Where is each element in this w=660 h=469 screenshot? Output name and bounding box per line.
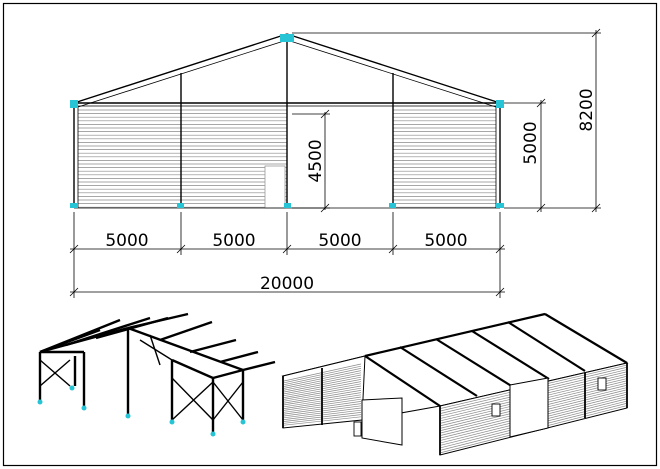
door-height-dimension: 4500 xyxy=(306,139,326,182)
bay-dimension-4: 5000 xyxy=(424,231,467,251)
total-width-dimension: 20000 xyxy=(260,274,314,294)
eave-height-dimension-line xyxy=(504,98,546,213)
frame-joints xyxy=(70,34,504,208)
door-opening xyxy=(290,106,392,208)
front-elevation: 5000 5000 5000 5000 20000 4500 xyxy=(69,28,601,298)
roof-rafters xyxy=(73,33,501,108)
frame-3d-view xyxy=(37,312,276,437)
clad-3d-view xyxy=(281,312,629,456)
bay-dimension-2: 5000 xyxy=(212,231,255,251)
frame-3d-base-joints xyxy=(37,385,246,437)
bay-dimension-3: 5000 xyxy=(318,231,361,251)
eave-height-dimension: 5000 xyxy=(521,121,541,164)
wall-cladding xyxy=(78,109,496,208)
bay-dimension-line xyxy=(69,212,505,255)
door-height-dimension-line xyxy=(292,109,330,213)
bay-dimension-1: 5000 xyxy=(105,231,148,251)
overall-height-dimension-line xyxy=(292,28,601,213)
side-door xyxy=(264,165,286,209)
frame-posts xyxy=(73,37,501,208)
total-dimension-line xyxy=(69,255,505,298)
overall-height-dimension: 8200 xyxy=(577,88,597,131)
